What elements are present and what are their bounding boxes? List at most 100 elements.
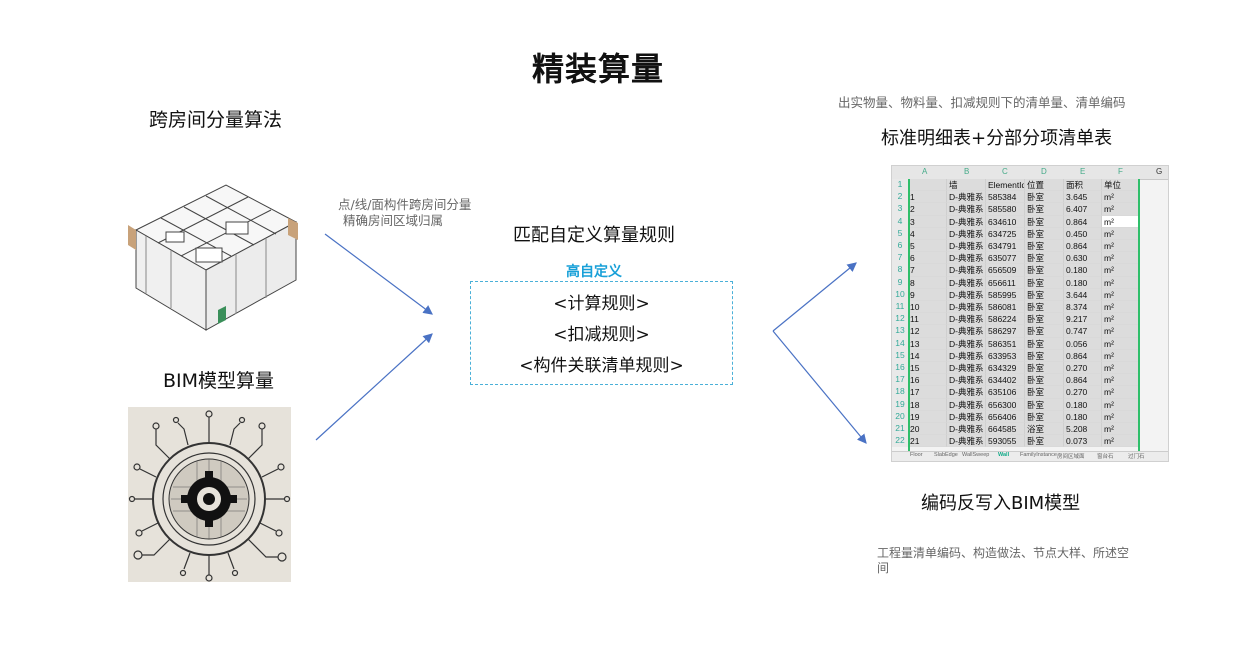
table-cell: 0.864 — [1064, 374, 1102, 387]
sheet-tab[interactable]: 房间区域面 — [1057, 454, 1085, 460]
row-number: 18 — [892, 386, 909, 399]
table-cell: 卧室 — [1025, 191, 1064, 204]
row-number: 16 — [892, 362, 909, 375]
table-title: 标准明细表+分部分项清单表 — [881, 128, 1113, 149]
sheet-tab[interactable]: Floor — [910, 452, 923, 458]
table-cell: 卧室 — [1025, 203, 1064, 216]
table-cell: 586081 — [986, 301, 1025, 314]
table-cell: 卧室 — [1025, 337, 1064, 350]
sheet-tab[interactable]: FamilyInstance — [1020, 452, 1057, 458]
table-cell: 585384 — [986, 191, 1025, 204]
table-cell: 656509 — [986, 264, 1025, 277]
table-cell — [908, 179, 947, 192]
output-note: 出实物量、物料量、扣减规则下的清单量、清单编码 — [838, 95, 1126, 110]
row-number: 17 — [892, 374, 909, 387]
sheet-tab[interactable]: 窗台石 — [1097, 454, 1114, 460]
table-cell: D-典雅系 — [947, 325, 986, 338]
note-line: 工程量清单编码、构造做法、节点大样、所述空 — [877, 546, 1130, 560]
table-cell: D-典雅系 — [947, 191, 986, 204]
table-cell: m² — [1102, 215, 1140, 228]
table-cell: 卧室 — [1025, 325, 1064, 338]
table-cell: 0.180 — [1064, 398, 1102, 411]
bim-title: BIM模型算量 — [163, 370, 275, 392]
col-letter: D — [1041, 167, 1047, 176]
table-cell: ElementId — [986, 179, 1025, 192]
table-cell: 16 — [908, 374, 947, 387]
table-cell: D-典雅系 — [947, 240, 986, 253]
row-number: 10 — [892, 288, 909, 301]
table-cell: 6.407 — [1064, 203, 1102, 216]
table-cell: 卧室 — [1025, 362, 1064, 375]
table-cell: 0.180 — [1064, 410, 1102, 423]
table-cell: D-典雅系 — [947, 423, 986, 436]
row-number: 2 — [892, 191, 909, 204]
table-cell: 卧室 — [1025, 240, 1064, 253]
table-cell: D-典雅系 — [947, 227, 986, 240]
bim-circuit-image — [128, 407, 291, 582]
sheet-tab[interactable]: WallSweep — [962, 452, 990, 458]
table-cell: 18 — [908, 398, 947, 411]
row-number: 14 — [892, 337, 909, 350]
table-cell: 0.747 — [1064, 325, 1102, 338]
table-cell: 633953 — [986, 349, 1025, 362]
table-cell: 8.374 — [1064, 301, 1102, 314]
table-cell: D-典雅系 — [947, 203, 986, 216]
row-number: 8 — [892, 264, 909, 277]
table-cell: 634402 — [986, 374, 1025, 387]
rule-deduct: <扣减规则> — [553, 325, 650, 345]
writeback-title: 编码反写入BIM模型 — [921, 493, 1081, 514]
table-cell: 14 — [908, 349, 947, 362]
table-cell: 586351 — [986, 337, 1025, 350]
table-cell: m² — [1102, 264, 1140, 277]
table-cell: 卧室 — [1025, 301, 1064, 314]
table-cell: 656300 — [986, 398, 1025, 411]
table-cell: D-典雅系 — [947, 288, 986, 301]
table-cell: 11 — [908, 313, 947, 326]
table-cell: 0.270 — [1064, 362, 1102, 375]
table-cell: m² — [1102, 374, 1140, 387]
sheet-tab[interactable]: Wall — [998, 452, 1010, 458]
column-header: A B C D E F G — [892, 166, 1168, 180]
table-cell: 卧室 — [1025, 227, 1064, 240]
note-line: 间 — [877, 561, 890, 575]
table-cell: D-典雅系 — [947, 362, 986, 375]
table-cell: 9.217 — [1064, 313, 1102, 326]
col-letter: C — [1002, 167, 1008, 176]
sheet-tab[interactable]: 过门石 — [1128, 454, 1145, 460]
table-cell: D-典雅系 — [947, 301, 986, 314]
writeback-note: 工程量清单编码、构造做法、节点大样、所述空 间 — [877, 546, 1177, 576]
table-cell: D-典雅系 — [947, 410, 986, 423]
table-cell: m² — [1102, 325, 1140, 338]
row-number: 6 — [892, 240, 909, 253]
custom-badge: 高自定义 — [566, 264, 622, 280]
table-cell: 0.630 — [1064, 252, 1102, 265]
table-cell: 586224 — [986, 313, 1025, 326]
table-cell: D-典雅系 — [947, 276, 986, 289]
table-cell: 卧室 — [1025, 410, 1064, 423]
sheet-tab[interactable]: SlabEdge — [934, 452, 958, 458]
table-cell: m² — [1102, 191, 1140, 204]
note-line: 精确房间区域归属 — [343, 213, 444, 228]
table-cell: m² — [1102, 410, 1140, 423]
table-cell: D-典雅系 — [947, 215, 986, 228]
table-cell: 单位 — [1102, 179, 1140, 192]
table-cell: D-典雅系 — [947, 349, 986, 362]
table-cell: 卧室 — [1025, 435, 1064, 448]
table-cell: 20 — [908, 423, 947, 436]
sheet-tabs: Floor SlabEdge WallSweep Wall FamilyInstance… — [892, 451, 1168, 461]
table-cell: m² — [1102, 337, 1140, 350]
cross-room-title: 跨房间分量算法 — [149, 109, 283, 131]
